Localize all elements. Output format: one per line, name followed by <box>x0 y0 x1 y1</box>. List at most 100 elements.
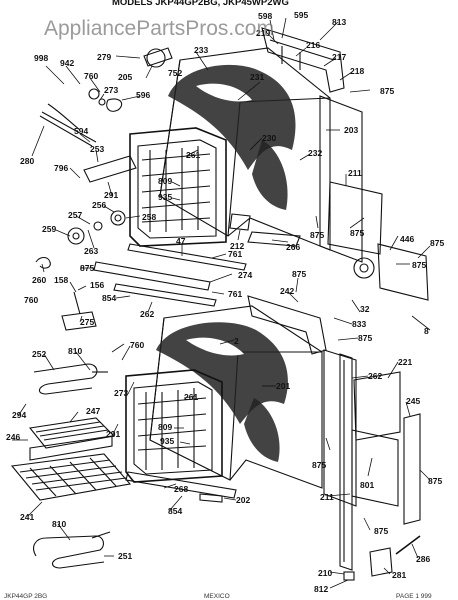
callout-32: 32 <box>360 304 370 314</box>
callout-854: 854 <box>168 506 182 516</box>
watermark: AppliancePartsPros.com <box>44 17 274 40</box>
callout-294: 294 <box>12 410 26 420</box>
callout-875: 875 <box>430 238 444 248</box>
callout-211: 211 <box>348 168 362 178</box>
callout-875: 875 <box>412 260 426 270</box>
callout-202: 202 <box>236 495 250 505</box>
callout-760: 760 <box>130 340 144 350</box>
callout-212: 212 <box>230 241 244 251</box>
footer-left: JKP44GP 2BG <box>4 593 47 600</box>
callout-217: 217 <box>332 52 346 62</box>
callout-260: 260 <box>32 275 46 285</box>
callout-261: 261 <box>184 392 198 402</box>
callout-752: 752 <box>168 68 182 78</box>
callout-809: 809 <box>158 422 172 432</box>
callout-241: 241 <box>20 512 34 522</box>
callout-760: 760 <box>84 71 98 81</box>
callout-942: 942 <box>60 58 74 68</box>
callout-203: 203 <box>344 125 358 135</box>
callout-273: 273 <box>114 388 128 398</box>
callout-280: 280 <box>20 156 34 166</box>
callout-998: 998 <box>34 53 48 63</box>
callout-218: 218 <box>350 66 364 76</box>
callout-813: 813 <box>332 17 346 27</box>
callout-286: 286 <box>416 554 430 564</box>
callout-2: 2 <box>234 336 239 346</box>
callout-875: 875 <box>380 86 394 96</box>
callout-279: 279 <box>97 52 111 62</box>
callout-875: 875 <box>292 269 306 279</box>
callout-854: 854 <box>102 293 116 303</box>
callout-47: 47 <box>176 236 186 246</box>
callout-232: 232 <box>308 148 322 158</box>
callout-247: 247 <box>86 406 100 416</box>
callout-266: 266 <box>286 242 300 252</box>
callout-211: 211 <box>320 492 334 502</box>
callout-594: 594 <box>74 126 88 136</box>
callout-275: 275 <box>80 317 94 327</box>
upper-oven-assembly <box>35 27 429 331</box>
callout-156: 156 <box>90 280 104 290</box>
callout-262: 262 <box>368 371 382 381</box>
callout-219: 219 <box>256 28 270 38</box>
callout-8: 8 <box>424 326 429 336</box>
part-callouts: 598 595 813 219 216 217 218 875 998 942 … <box>6 10 444 594</box>
lower-oven-assembly <box>10 295 421 581</box>
callout-246: 246 <box>6 432 20 442</box>
callout-201: 201 <box>276 381 290 391</box>
callout-233: 233 <box>194 45 208 55</box>
callout-245: 245 <box>406 396 420 406</box>
callout-833: 833 <box>352 319 366 329</box>
callout-875: 875 <box>428 476 442 486</box>
callout-812: 812 <box>314 584 328 594</box>
callout-257: 257 <box>68 210 82 220</box>
callout-809: 809 <box>158 176 172 186</box>
callout-274: 274 <box>238 270 252 280</box>
callout-875: 875 <box>358 333 372 343</box>
callout-262: 262 <box>140 309 154 319</box>
footer-center: MEXICO <box>204 593 230 600</box>
callout-761: 761 <box>228 249 242 259</box>
callout-216: 216 <box>306 40 320 50</box>
callout-273: 273 <box>104 85 118 95</box>
diagram-header: MODELS JKP44GP2BG, JKP45WP2WG <box>112 0 289 8</box>
callout-242: 242 <box>280 286 294 296</box>
callout-258: 258 <box>142 212 156 222</box>
leader-lines <box>12 17 431 589</box>
callout-810: 810 <box>68 346 82 356</box>
callout-253: 253 <box>90 144 104 154</box>
callout-810: 810 <box>52 519 66 529</box>
callout-760: 760 <box>24 295 38 305</box>
callout-251: 251 <box>118 551 132 561</box>
callout-256: 256 <box>92 200 106 210</box>
callout-261: 261 <box>186 150 200 160</box>
callout-291: 291 <box>104 190 118 200</box>
callout-935: 935 <box>158 192 172 202</box>
callout-875: 875 <box>80 263 94 273</box>
callout-446: 446 <box>400 234 414 244</box>
callout-875: 875 <box>312 460 326 470</box>
callout-796: 796 <box>54 163 68 173</box>
callout-935: 935 <box>160 436 174 446</box>
callout-230: 230 <box>262 133 276 143</box>
callout-875: 875 <box>350 228 364 238</box>
callout-268: 268 <box>174 484 188 494</box>
callout-801: 801 <box>360 480 374 490</box>
callout-761: 761 <box>228 289 242 299</box>
callout-205: 205 <box>118 72 132 82</box>
callout-252: 252 <box>32 349 46 359</box>
callout-291: 291 <box>106 429 120 439</box>
callout-210: 210 <box>318 568 332 578</box>
footer-right: PAGE 1 999 <box>396 593 432 600</box>
callout-598: 598 <box>258 11 272 21</box>
callout-231: 231 <box>250 72 264 82</box>
callout-263: 263 <box>84 246 98 256</box>
callout-221: 221 <box>398 357 412 367</box>
callout-259: 259 <box>42 224 56 234</box>
callout-281: 281 <box>392 570 406 580</box>
callout-158: 158 <box>54 275 68 285</box>
callout-875: 875 <box>310 230 324 240</box>
callout-596: 596 <box>136 90 150 100</box>
callout-875: 875 <box>374 526 388 536</box>
